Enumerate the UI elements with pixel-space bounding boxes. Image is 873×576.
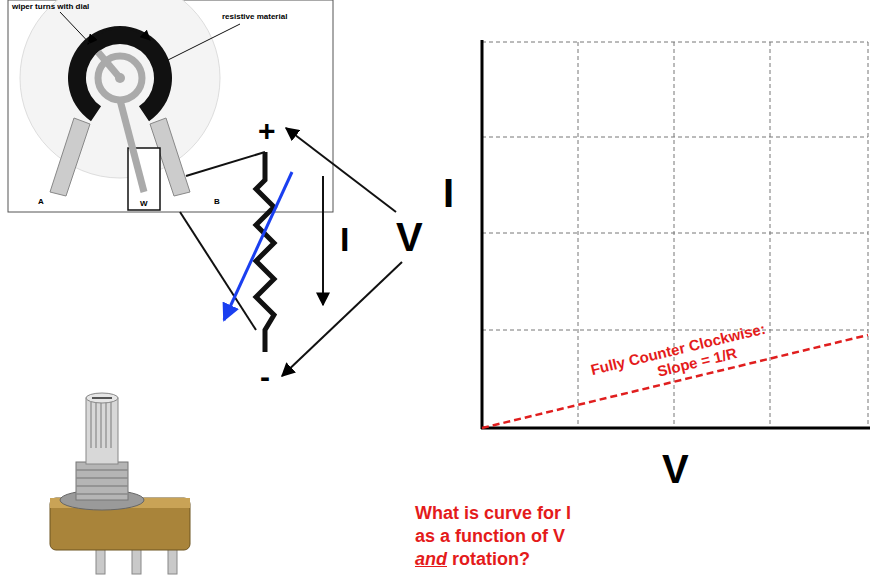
question-text: as a function of V (415, 526, 565, 547)
terminal-name: A (38, 197, 44, 206)
current-label: I (340, 220, 349, 259)
polarity-sign: - (260, 360, 270, 395)
polarity-sign: + (258, 114, 276, 149)
axis-label: I (443, 170, 454, 216)
terminal-name: B (214, 197, 220, 206)
question-text: rotation? (452, 549, 530, 570)
question-text: What is curve for I (415, 503, 571, 524)
callout-label: wiper turns with dial (12, 2, 89, 11)
terminal-name: W (140, 199, 148, 208)
potentiometer-drawing (8, 0, 333, 212)
resistor-symbol (180, 128, 402, 376)
iv-graph (481, 40, 870, 429)
potentiometer-photo (50, 393, 190, 574)
voltage-label: V (396, 214, 423, 260)
callout-label: resistive material (222, 12, 287, 21)
axis-label: V (662, 446, 689, 492)
question-text: and (415, 549, 447, 570)
